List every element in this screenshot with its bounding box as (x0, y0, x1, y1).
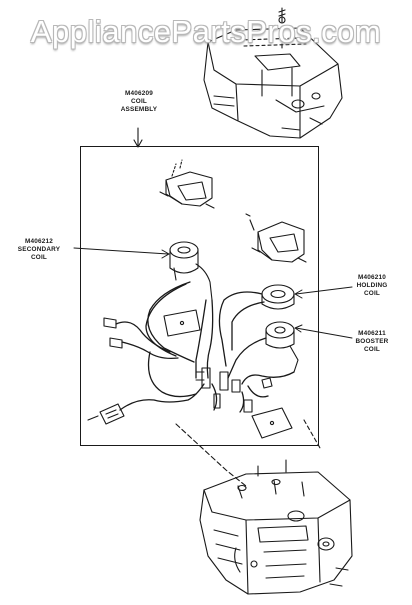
label-line: ASSEMBLY (120, 106, 158, 113)
bottom-valve-body (199, 459, 353, 595)
label-part-number: M406209 (124, 90, 154, 97)
coil-bracket-right (245, 213, 307, 263)
label-holding-coil: M406210 HOLDING COIL (346, 274, 398, 298)
label-line: COIL (363, 290, 381, 297)
label-secondary-coil: M406212 SECONDARY COIL (6, 238, 72, 262)
leader-lines (73, 247, 353, 339)
label-part-number: M406210 (357, 274, 387, 281)
label-line: COIL (130, 98, 148, 105)
coil-bracket-upper (159, 159, 215, 209)
label-coil-assembly: M406209 COIL ASSEMBLY (112, 90, 166, 114)
label-line: SECONDARY (17, 246, 61, 253)
top-valve-body (203, 27, 343, 139)
label-line: HOLDING (356, 282, 388, 289)
label-part-number: M406211 (358, 330, 386, 337)
label-line: COIL (30, 254, 48, 261)
top-screw (278, 7, 286, 24)
wiring-harness (115, 281, 295, 413)
label-booster-coil: M406211 BOOSTER COIL (346, 330, 398, 354)
label-line: BOOSTER (355, 338, 389, 345)
watermark: AppliancePartsPros.com (30, 14, 382, 49)
booster-coil (265, 321, 299, 373)
coil-assembly-panel (80, 146, 319, 446)
label-part-number: M406212 (24, 238, 54, 245)
secondary-coil (169, 241, 213, 301)
label-line: COIL (363, 346, 381, 353)
connectors (87, 317, 273, 425)
